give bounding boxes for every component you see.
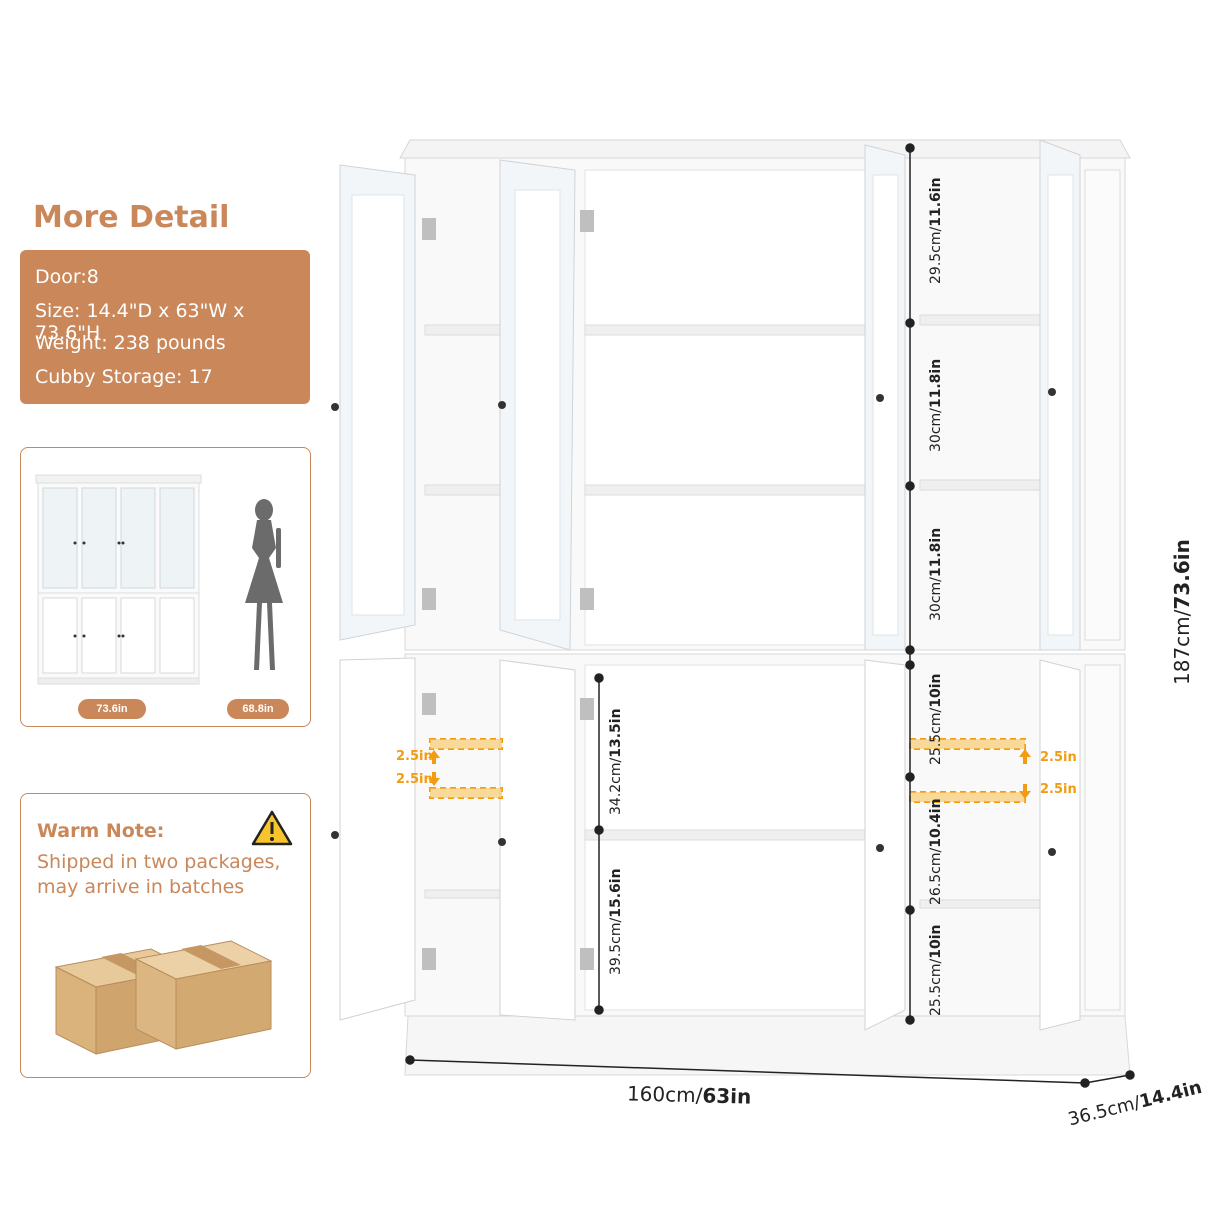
- center-lower-dim-1: 34.2cm/13.5in: [608, 708, 624, 815]
- right-upper-dim-3: 30cm/11.8in: [928, 527, 944, 621]
- right-upper-dim-1: 29.5cm/11.6in: [928, 177, 944, 284]
- warning-icon: [251, 810, 293, 846]
- overall-height-dim: 187cm/73.6in: [1170, 539, 1194, 685]
- center-lower-dim-2: 39.5cm/15.6in: [608, 868, 624, 975]
- overall-width-dim: 160cm/63in: [626, 1081, 752, 1109]
- right-lower-dim-2: 26.5cm/10.4in: [928, 798, 944, 905]
- warm-note-line1: Shipped in two packages,: [37, 851, 281, 873]
- warm-note-card: Warm Note: Shipped in two packages, may …: [20, 793, 311, 1078]
- warm-note-text: Shipped in two packages, may arrive in b…: [37, 850, 307, 900]
- adjust-up-label-right: 2.5in: [1040, 750, 1077, 765]
- person-height-badge: 68.8in: [227, 699, 289, 719]
- spec-size: Size: 14.4"D x 63"W x 73.6"H: [35, 300, 245, 344]
- right-lower-dim-1: 25.5cm/10in: [928, 673, 944, 765]
- spec-box: Door:8 Size: 14.4"D x 63"W x 73.6"H Weig…: [20, 250, 310, 404]
- warm-note-line2: may arrive in batches: [37, 876, 245, 898]
- size-comparison-card: 73.6in 68.8in: [20, 447, 311, 727]
- right-lower-dim-3: 25.5cm/10in: [928, 924, 944, 1016]
- adjust-down-label-right: 2.5in: [1040, 782, 1077, 797]
- cabinet-illustration: [331, 139, 1135, 1088]
- section-title: More Detail: [33, 200, 230, 235]
- spec-doors: Door:8: [35, 266, 99, 288]
- shipping-boxes-icon: [54, 940, 273, 1055]
- warm-note-title: Warm Note:: [37, 820, 165, 842]
- cabinet-height-badge: 73.6in: [78, 699, 146, 719]
- right-upper-dim-2: 30cm/11.8in: [928, 358, 944, 452]
- spec-weight: Weight: 238 pounds: [35, 332, 226, 354]
- adjust-up-label-left: 2.5in: [396, 749, 433, 764]
- cabinet-thumbnail-icon: [35, 474, 283, 685]
- adjust-down-label-left: 2.5in: [396, 772, 433, 787]
- spec-cubby: Cubby Storage: 17: [35, 366, 213, 388]
